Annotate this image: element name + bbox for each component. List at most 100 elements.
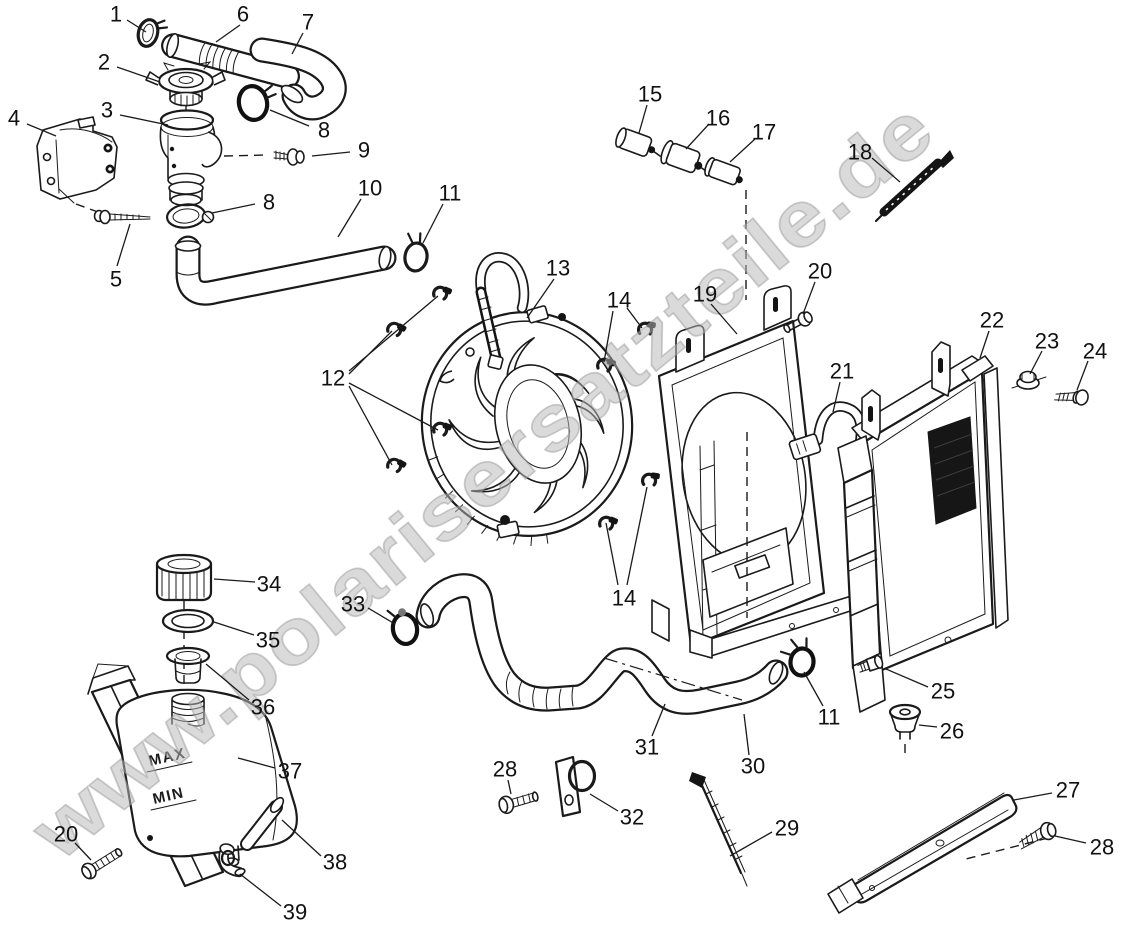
callout-label-21: 21 — [830, 359, 854, 384]
callout-leader-12 — [348, 330, 393, 375]
clamp-33-illustration — [386, 608, 420, 647]
hose-clamp-bracket-32-illustration — [554, 755, 597, 818]
callout-label-28: 28 — [493, 757, 517, 782]
seal-ring-35-illustration — [161, 608, 215, 634]
callout-leader-13 — [526, 278, 555, 319]
callout-label-14: 14 — [612, 586, 636, 611]
callout-label-16: 16 — [706, 106, 730, 131]
callout-leader-24 — [1076, 360, 1089, 391]
callout-leader-8 — [211, 203, 256, 214]
flange-nut-23-illustration — [1011, 370, 1047, 390]
callout-label-9: 9 — [358, 138, 370, 163]
callout-leader-16 — [685, 123, 710, 150]
callout-leader-3 — [119, 114, 169, 126]
callout-leader-11 — [422, 203, 444, 244]
callout-label-6: 6 — [237, 2, 249, 27]
callout-leader-6 — [215, 24, 241, 43]
callout-label-26: 26 — [940, 719, 964, 744]
callout-leader-22 — [979, 330, 990, 359]
callout-leader-35 — [213, 621, 255, 636]
sensor-15-illustration — [615, 127, 661, 157]
callout-label-32: 32 — [620, 805, 644, 830]
callout-label-20: 20 — [54, 822, 78, 847]
callout-label-18: 18 — [848, 140, 872, 165]
callout-label-38: 38 — [323, 850, 347, 875]
callout-leader-34 — [213, 578, 256, 583]
callout-leader-20 — [74, 842, 92, 861]
molded-hose-7-illustration — [249, 37, 347, 121]
callout-label-2: 2 — [98, 50, 110, 75]
fan-wire-illustration — [475, 252, 530, 370]
bypass-hoses-illustration — [415, 573, 789, 715]
callout-label-8: 8 — [263, 190, 275, 215]
callout-label-25: 25 — [931, 679, 955, 704]
bolt-20-bottom-illustration — [81, 848, 123, 880]
callout-label-5: 5 — [110, 267, 122, 292]
callout-label-12: 12 — [321, 366, 345, 391]
callout-leader-9 — [311, 151, 351, 157]
cable-tie-29-illustration — [689, 772, 748, 887]
grommet-36-illustration — [165, 646, 211, 684]
hose-clamp-1-illustration — [136, 18, 169, 48]
callout-leader-7 — [291, 32, 304, 55]
vent-hose-38-illustration — [240, 796, 285, 851]
callout-leader-23 — [1029, 350, 1043, 375]
sensor-17-illustration — [704, 157, 743, 186]
filler-neck-illustration — [159, 106, 223, 207]
callout-leader-28 — [507, 779, 512, 795]
callout-leader-39 — [239, 873, 282, 907]
callout-label-37: 37 — [278, 759, 302, 784]
callout-leader-33 — [367, 607, 396, 625]
callout-leader-28 — [1054, 835, 1087, 844]
callout-label-29: 29 — [775, 816, 799, 841]
radiator-cap-illustration — [145, 61, 226, 107]
cooling-fan-illustration — [420, 305, 634, 547]
callout-label-36: 36 — [251, 695, 275, 720]
callout-label-10: 10 — [358, 176, 382, 201]
speed-clips-illustration — [386, 285, 660, 531]
callout-leader-14 — [626, 307, 643, 329]
coolant-bottle-illustration: MAX MIN — [115, 688, 298, 867]
callout-label-35: 35 — [256, 628, 280, 653]
callout-label-31: 31 — [635, 735, 659, 760]
callout-leader-25 — [885, 668, 929, 688]
callout-label-14: 14 — [607, 288, 631, 313]
callout-label-39: 39 — [283, 900, 307, 925]
bolt-5-illustration — [93, 209, 151, 225]
screw-24-illustration — [1054, 389, 1089, 406]
callout-label-24: 24 — [1083, 339, 1107, 364]
radiator-illustration — [837, 341, 1009, 713]
callout-label-33: 33 — [341, 592, 365, 617]
callout-leader-15 — [638, 104, 648, 134]
screw-28-right-illustration — [1019, 821, 1057, 850]
callout-leader-30 — [743, 713, 750, 756]
callout-label-28: 28 — [1090, 835, 1114, 860]
callout-leader-32 — [589, 793, 619, 812]
callout-label-34: 34 — [257, 572, 281, 597]
callout-leader-18 — [871, 157, 901, 183]
callout-label-15: 15 — [638, 82, 662, 107]
clamp-8-lower-illustration — [165, 203, 215, 229]
callout-leader-14 — [603, 310, 614, 363]
callout-leader-38 — [281, 819, 322, 857]
callout-label-22: 22 — [980, 308, 1004, 333]
screw-9-illustration — [223, 148, 305, 166]
callout-label-4: 4 — [8, 106, 20, 131]
bottle-cap-34-illustration — [155, 553, 213, 602]
callout-label-11: 11 — [818, 705, 841, 730]
sensor-16-illustration — [660, 140, 709, 174]
callout-leader-11 — [803, 671, 824, 707]
mount-bracket-27-illustration — [827, 792, 1049, 914]
callout-label-7: 7 — [302, 10, 314, 35]
callout-label-27: 27 — [1056, 778, 1080, 803]
callout-leader-10 — [337, 198, 362, 238]
seal-strip-18-illustration — [874, 150, 954, 223]
callout-label-1: 1 — [110, 2, 122, 27]
callout-label-3: 3 — [101, 98, 113, 123]
callout-leader-14 — [626, 486, 648, 586]
callout-leader-37 — [237, 757, 276, 769]
callout-leader-12 — [348, 385, 393, 466]
